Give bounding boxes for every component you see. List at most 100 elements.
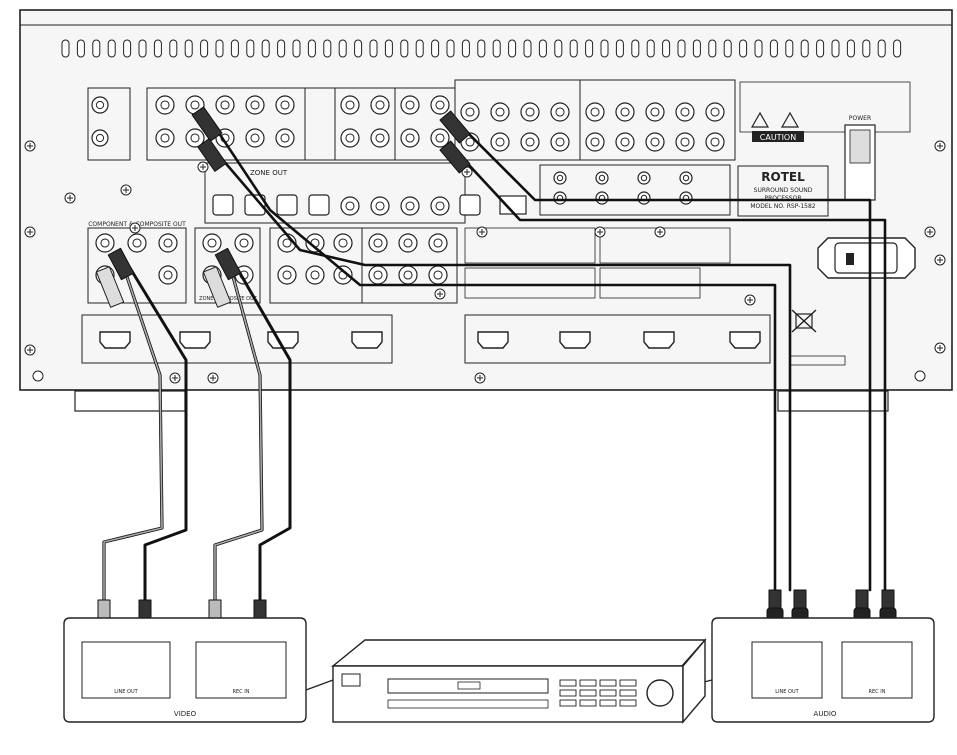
rca-jack <box>370 196 390 216</box>
right-foot <box>777 390 889 412</box>
rca-jack <box>490 132 510 152</box>
rca-jack <box>155 128 175 148</box>
rca-jack <box>705 132 725 152</box>
rca-jack <box>430 196 450 216</box>
rca-jack <box>460 102 480 122</box>
brand-label: ROTEL <box>761 170 805 184</box>
rca-jack <box>234 233 254 253</box>
caution-label: CAUTION <box>760 133 796 142</box>
rca-jack <box>95 233 115 253</box>
ventilation-slots <box>61 39 902 58</box>
rca-jack <box>645 102 665 122</box>
rca-jack <box>430 128 450 148</box>
video-box-b-label: REC IN <box>233 689 250 695</box>
hdmi-port <box>643 331 675 349</box>
hdmi-port <box>179 331 211 349</box>
rca-jack <box>215 95 235 115</box>
rca-jack <box>333 265 353 285</box>
rca-jack <box>428 265 448 285</box>
player-buttons <box>559 679 637 707</box>
rca-jack <box>127 233 147 253</box>
rca-jack <box>400 128 420 148</box>
rca-jack <box>340 95 360 115</box>
rca-jack <box>370 128 390 148</box>
rca-jack <box>333 233 353 253</box>
digital-inputs <box>212 171 693 216</box>
rca-jack <box>585 132 605 152</box>
rca-jack <box>340 128 360 148</box>
model-line-2: PROCESSOR <box>765 195 802 202</box>
rca-jack <box>585 102 605 122</box>
rca-jack <box>398 233 418 253</box>
rca-jack <box>679 171 693 185</box>
rca-jack <box>675 132 695 152</box>
rca-jack <box>679 191 693 205</box>
rca-jack <box>340 196 360 216</box>
rca-jack <box>277 265 297 285</box>
left-foot <box>74 390 186 412</box>
rca-jack <box>158 265 178 285</box>
audio-box-a-label: LINE OUT <box>775 689 799 695</box>
rca-jack <box>430 95 450 115</box>
rca-jack <box>615 102 635 122</box>
rca-jack <box>202 233 222 253</box>
hdmi-port <box>99 331 131 349</box>
volume-knob <box>646 679 674 707</box>
rca-jack <box>490 102 510 122</box>
rca-jack <box>305 233 325 253</box>
rca-jack <box>245 128 265 148</box>
hdmi-port <box>729 331 761 349</box>
rca-jack <box>595 191 609 205</box>
rca-jack <box>368 265 388 285</box>
hdmi-ports <box>99 331 761 349</box>
rca-jack <box>675 102 695 122</box>
rca-jack <box>400 196 420 216</box>
source-player <box>331 638 707 724</box>
rca-jack <box>615 132 635 152</box>
rca-jack <box>645 132 665 152</box>
rca-jack <box>550 102 570 122</box>
rca-jack <box>158 233 178 253</box>
hdmi-port <box>559 331 591 349</box>
power-label: POWER <box>849 115 871 122</box>
rca-jack <box>520 102 540 122</box>
rca-jack <box>368 233 388 253</box>
video-box-a-label: LINE OUT <box>114 689 138 695</box>
rca-jack <box>637 191 651 205</box>
video-label: VIDEO <box>174 710 197 718</box>
audio-device-box: LINE OUT REC IN AUDIO <box>711 617 935 723</box>
rca-jack <box>275 128 295 148</box>
rca-jack <box>520 132 540 152</box>
rca-jack <box>305 265 325 285</box>
rca-jack <box>553 171 567 185</box>
rca-jack <box>428 233 448 253</box>
model-line-1: SURROUND SOUND <box>754 187 813 194</box>
weee-icon <box>791 309 817 333</box>
audio-box-b-label: REC IN <box>869 689 886 695</box>
zone-section-label: ZONE OUT <box>250 169 288 177</box>
rca-jack <box>553 191 567 205</box>
rca-jack <box>370 95 390 115</box>
hdmi-port <box>351 331 383 349</box>
model-line-3: MODEL NO. RSP-1582 <box>750 203 815 210</box>
rca-jack <box>155 95 175 115</box>
rca-jack <box>398 265 418 285</box>
rca-jack <box>275 95 295 115</box>
ac-inlet <box>817 237 916 279</box>
rca-jack <box>595 171 609 185</box>
rca-jack <box>637 171 651 185</box>
rca-jack <box>400 95 420 115</box>
rca-jack <box>245 95 265 115</box>
processor-rear-panel: ZONE OUT CAUTION ROTEL SURROUND SOUND PR… <box>19 9 953 412</box>
component-jacks <box>95 233 448 285</box>
rca-jack <box>185 128 205 148</box>
rca-jack <box>550 132 570 152</box>
caution-icons <box>750 111 800 128</box>
hdmi-port <box>477 331 509 349</box>
video-device-box: LINE OUT REC IN VIDEO <box>63 617 307 723</box>
audio-label: AUDIO <box>814 710 837 718</box>
rca-jack <box>91 129 109 147</box>
rca-jack <box>705 102 725 122</box>
screws <box>24 140 946 384</box>
